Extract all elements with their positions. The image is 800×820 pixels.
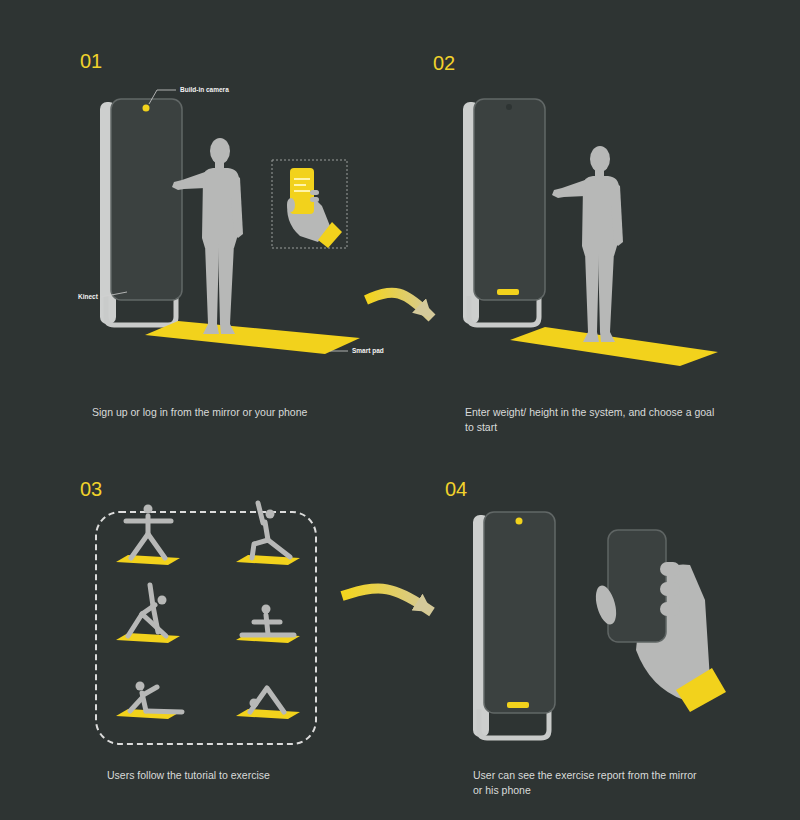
finger <box>660 602 680 616</box>
sleeve-cuff <box>676 668 726 712</box>
yoga-mats <box>116 555 300 719</box>
smart-mirror <box>473 512 555 738</box>
yoga-head <box>144 505 153 514</box>
step-panel: 03Users follow the tutorial to exercise <box>72 473 342 795</box>
yoga-pose <box>150 585 153 606</box>
part-label: Kinect <box>78 293 98 301</box>
yoga-mat <box>116 633 180 643</box>
camera-dot <box>143 105 150 112</box>
camera-dot <box>516 518 523 525</box>
thumb <box>592 583 620 626</box>
step-number: 02 <box>433 52 455 74</box>
yoga-head <box>250 699 259 708</box>
yoga-pose <box>130 698 142 711</box>
yoga-head <box>262 605 271 614</box>
mirror-indicator <box>497 289 519 295</box>
flow-arrow <box>342 589 432 612</box>
part-label: Build-in camera <box>180 86 229 94</box>
yoga-pose <box>258 503 263 523</box>
smart-pad <box>145 321 360 354</box>
smart-mirror <box>100 99 182 325</box>
step-panel: 02Enter weight/ height in the system, an… <box>432 48 792 440</box>
finger <box>660 582 680 596</box>
step-caption: Sign up or log in from the mirror or you… <box>92 405 362 420</box>
sleeve-cuff <box>318 222 342 248</box>
leader-line <box>149 90 176 104</box>
smart-mirror <box>463 99 545 325</box>
part-label: Smart pad <box>352 347 384 355</box>
yoga-pose <box>126 519 171 524</box>
flow-arrow <box>366 293 432 318</box>
yoga-head <box>266 510 275 519</box>
tutorial-frame <box>96 512 316 744</box>
yoga-pose <box>146 711 182 712</box>
person-figure <box>552 146 623 342</box>
step-panel: 01Sign up or log in from the mirror or y… <box>72 48 366 428</box>
yoga-mat <box>236 709 300 719</box>
step-number: 01 <box>80 50 102 72</box>
yoga-pose <box>254 620 280 625</box>
phone-screen-line <box>294 190 310 192</box>
inset-frame <box>272 160 347 248</box>
yoga-pose <box>131 534 165 558</box>
yoga-pose <box>265 522 268 540</box>
leader-line <box>101 292 127 297</box>
yoga-heads <box>136 505 275 708</box>
smart-pad <box>510 327 718 366</box>
finger <box>310 197 319 202</box>
thumb <box>287 198 295 212</box>
mirror-indicator <box>507 702 529 708</box>
step-caption: Enter weight/ height in the system, and … <box>465 405 715 435</box>
phone <box>608 530 666 642</box>
step-number: 03 <box>80 478 102 500</box>
finger <box>660 562 680 576</box>
finger <box>310 190 319 195</box>
yoga-pose <box>250 688 284 712</box>
yoga-pose <box>252 540 290 558</box>
yoga-figures <box>126 503 294 712</box>
step-panel: 04User can see the exercise report from … <box>432 473 792 811</box>
yoga-head <box>136 682 145 691</box>
phone-screen-line <box>294 178 310 180</box>
step-number: 04 <box>445 478 467 500</box>
camera-notch <box>506 104 512 110</box>
yoga-head <box>158 596 167 605</box>
person-figure <box>172 138 243 334</box>
phone-screen-line <box>294 184 306 186</box>
step-caption: Users follow the tutorial to exercise <box>107 768 337 783</box>
step-caption: User can see the exercise report from th… <box>473 768 701 798</box>
yoga-pose <box>143 687 157 695</box>
leader-line <box>330 351 348 352</box>
yoga-pose <box>153 606 158 632</box>
yoga-mat <box>116 555 180 565</box>
